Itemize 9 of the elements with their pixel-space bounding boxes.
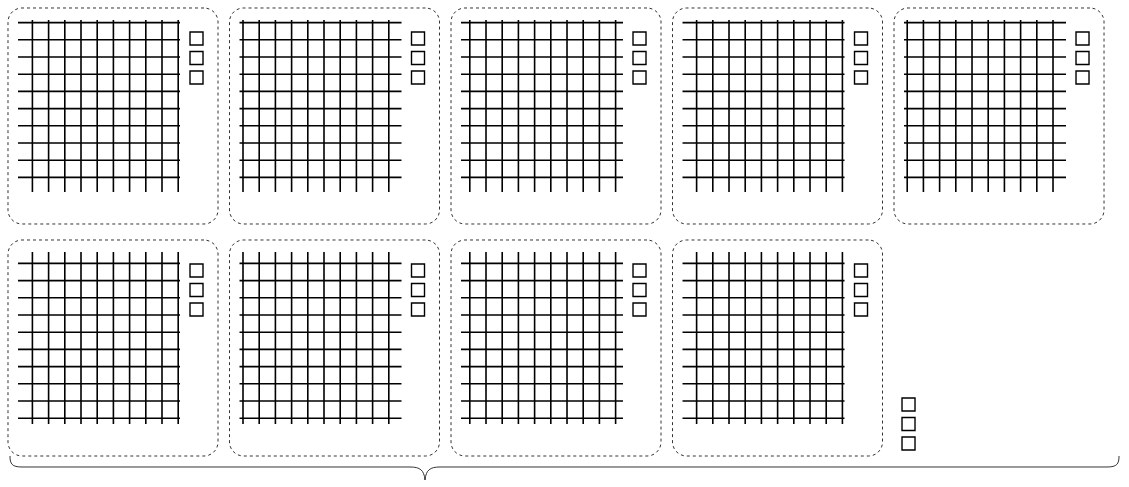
group-outline	[7, 239, 219, 457]
group-outline	[450, 7, 662, 225]
group-outline	[450, 239, 662, 457]
group-outline	[893, 7, 1105, 225]
group-outline	[672, 239, 883, 457]
group-outline	[7, 7, 219, 225]
group-outline	[672, 7, 883, 225]
group-outline	[229, 239, 440, 457]
group-outline	[229, 7, 440, 225]
